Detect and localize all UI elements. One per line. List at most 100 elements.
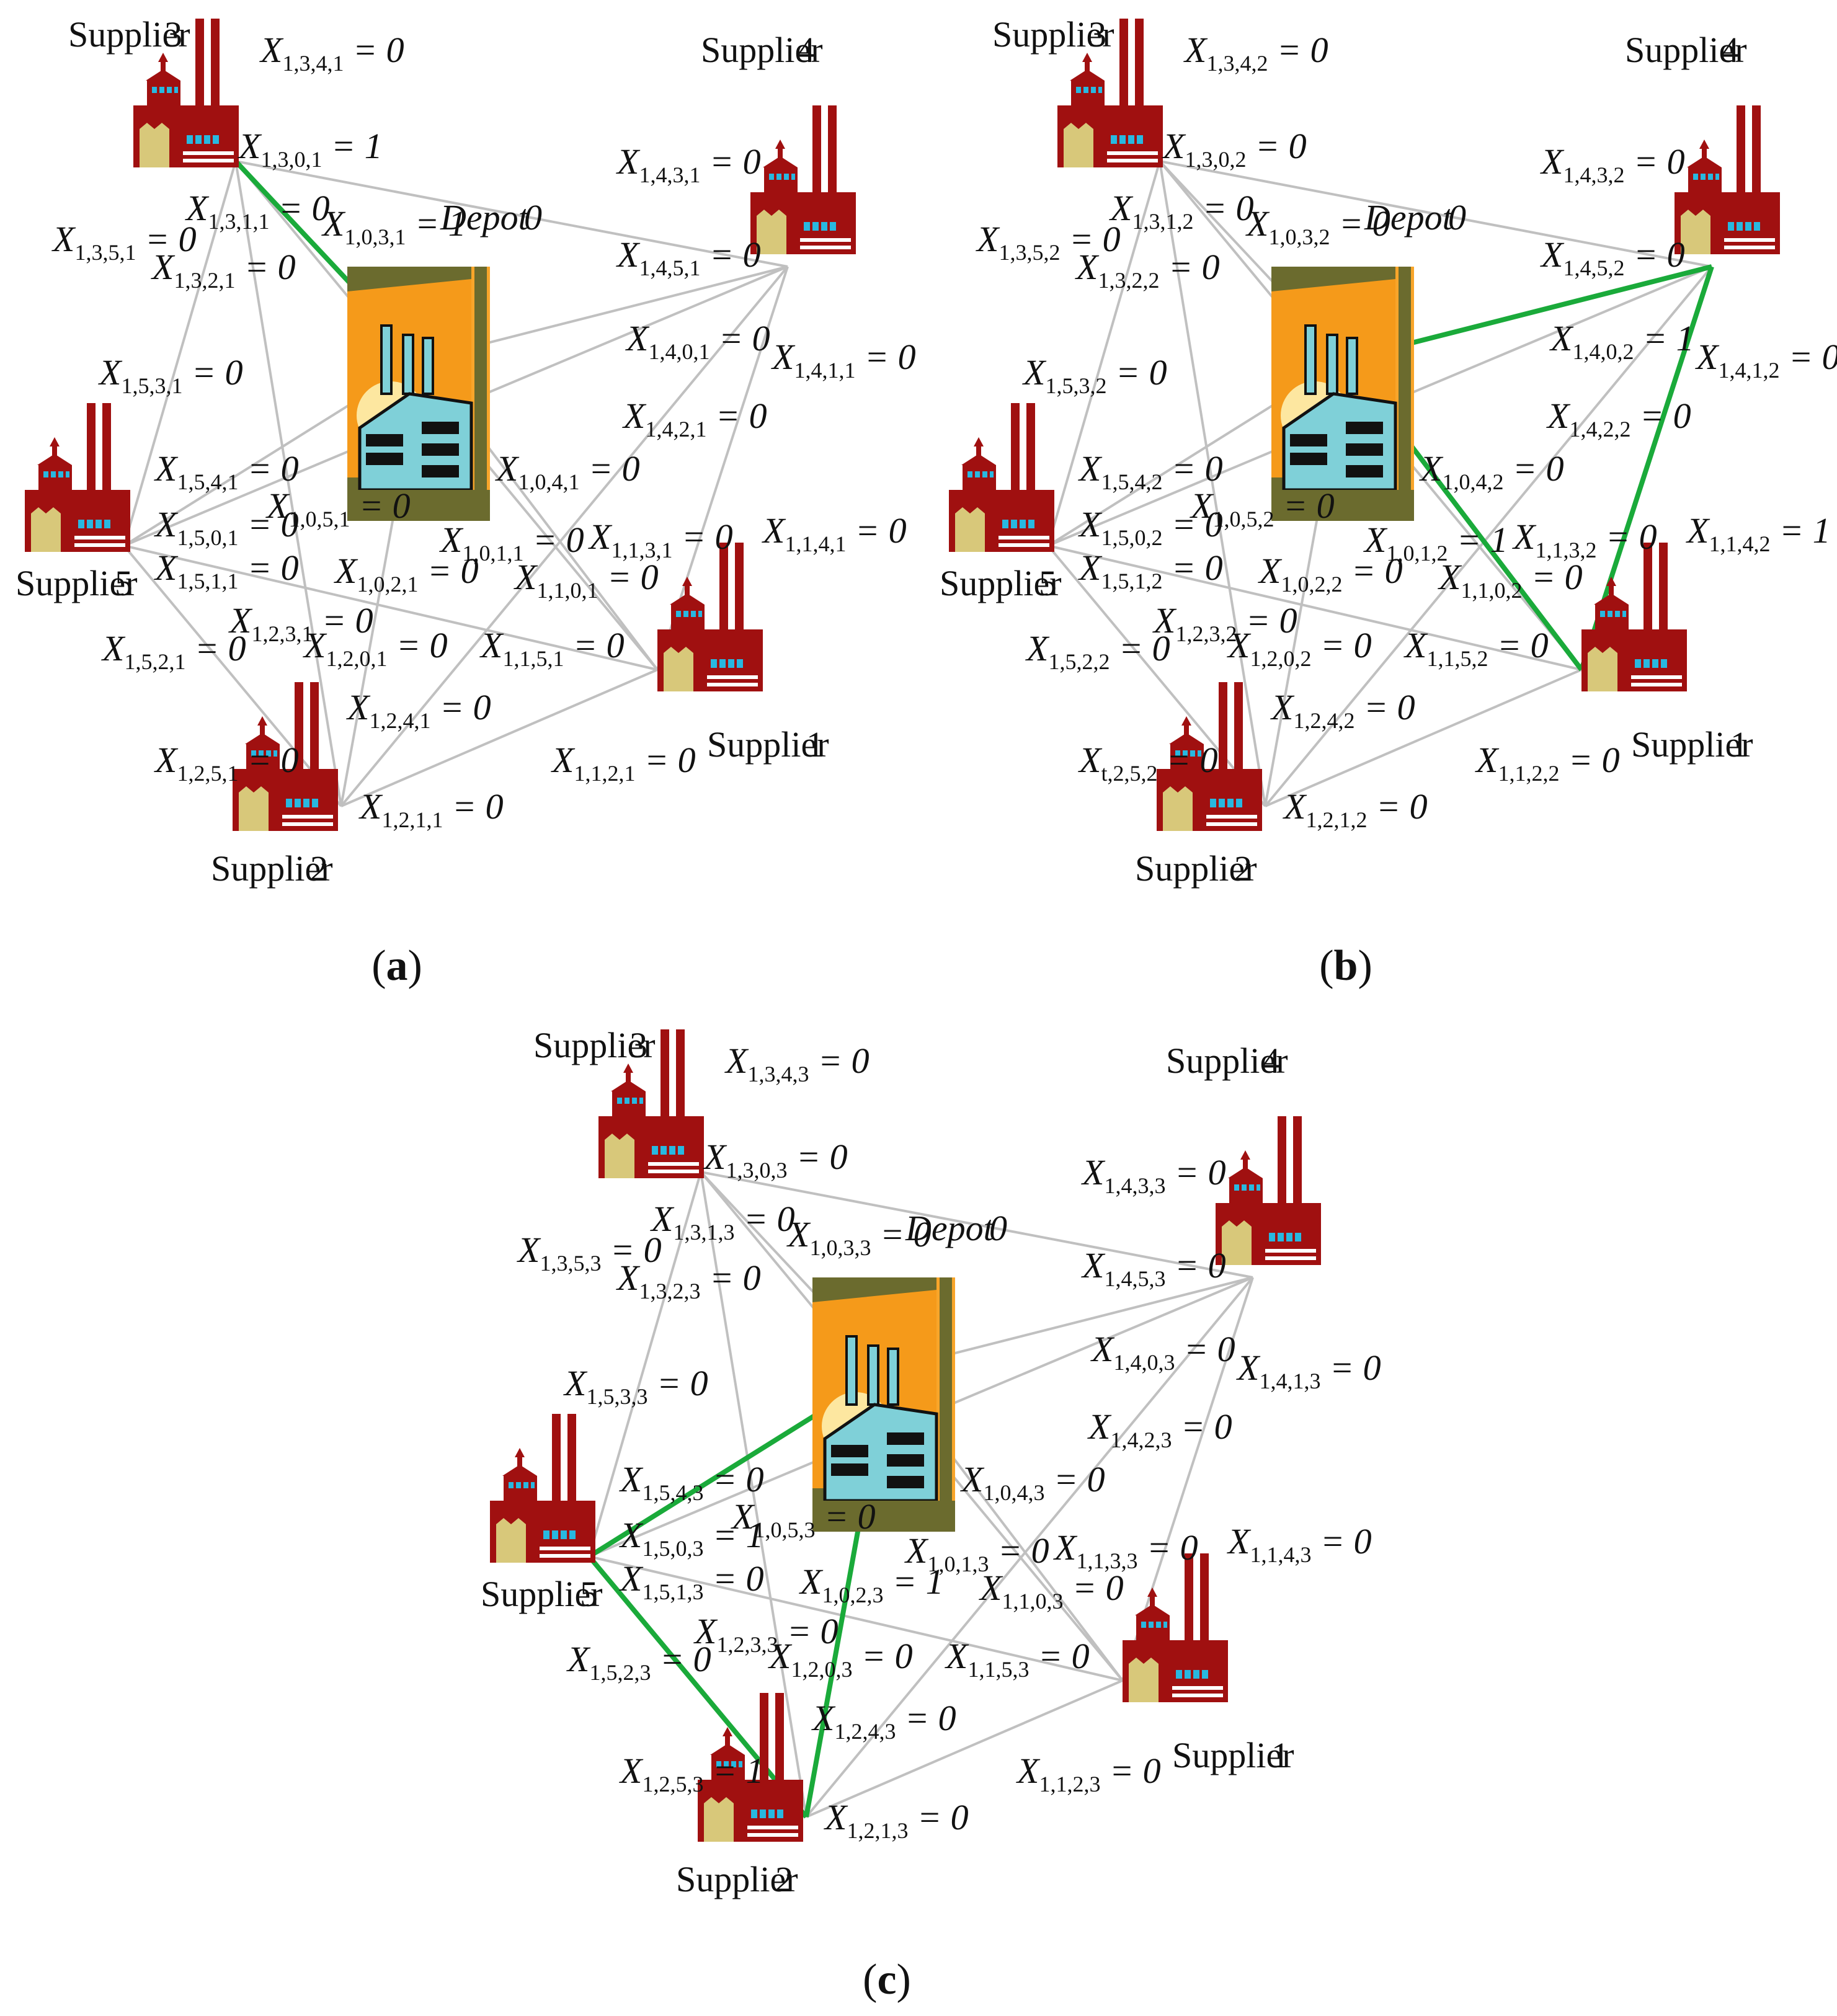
decision-variable-label: X1,1,2,3 = 0 — [1016, 1751, 1161, 1796]
decision-variable-label: X1,3,0,2 = 0 — [1162, 126, 1307, 172]
decision-variable-label: X1,2,3,1 = 0 — [228, 600, 373, 646]
edge-s3-s2 — [234, 161, 342, 807]
edge-s3-s2 — [700, 1171, 807, 1818]
decision-variable-label: X1,5,2,2 = 0 — [1025, 628, 1170, 674]
supplier-1-label: Supplier — [1631, 724, 1753, 765]
decision-variable-label: X1,4,3,2 = 0 — [1540, 141, 1685, 187]
decision-variable-label: X1,0,3,3 = 0 — [786, 1214, 932, 1260]
decision-variable-label: X1,4,3,1 = 0 — [616, 141, 761, 187]
decision-variable-label: X1,3,5,2 = 0 — [976, 219, 1121, 265]
decision-variable-label: X1,4,3,3 = 0 — [1081, 1152, 1226, 1198]
decision-variable-label: X1,2,0,2 = 0 — [1227, 625, 1372, 671]
decision-variable-label: X1,2,3,3 = 0 — [693, 1611, 838, 1657]
decision-variable-label: X1,1,0,1 = 0 — [514, 557, 659, 603]
edge-s5-s1 — [123, 544, 658, 671]
depot-factory-icon — [812, 1277, 955, 1532]
supplier-4-number: 4 — [1262, 1041, 1280, 1081]
decision-variable-label: X1,1,2,2 = 0 — [1475, 740, 1620, 786]
supplier-2-number: 2 — [775, 1859, 793, 1899]
edge-s4-s2 — [1264, 265, 1713, 807]
factory-icon — [25, 403, 130, 552]
supplier-3-number: 3 — [164, 14, 182, 55]
supplier-5-number: 5 — [115, 563, 133, 603]
decision-variable-label: X1,2,1,1 = 0 — [358, 786, 504, 832]
decision-variable-label: X1,1,5,3 = 0 — [945, 1636, 1090, 1682]
decision-variable-label: X1,4,5,3 = 0 — [1081, 1245, 1226, 1291]
decision-variable-label: X1,4,0,1 = 0 — [625, 318, 770, 364]
decision-variable-label: X1,5,0,2 = 0 — [1078, 504, 1223, 550]
decision-variable-label: X1,0,5,1 = 0 — [265, 486, 411, 531]
supplier-2-label: Supplier — [676, 1859, 798, 1899]
edge-s3-s5 — [1047, 161, 1161, 546]
factory-icon — [1675, 105, 1780, 254]
panel-caption: (b) — [1319, 942, 1372, 990]
decision-variable-label: X1,1,0,3 = 0 — [979, 1568, 1124, 1614]
supplier-3-label: Supplier — [533, 1025, 656, 1065]
decision-variable-label: X1,2,4,2 = 0 — [1270, 687, 1415, 733]
decision-variable-label: X1,5,0,1 = 0 — [154, 504, 299, 550]
panel-caption: (a) — [371, 942, 422, 990]
depot-factory-icon — [347, 267, 490, 521]
decision-variable-label: X1,0,5,2 = 0 — [1190, 486, 1335, 531]
decision-variable-label: X1,0,3,1 = 1 — [321, 203, 466, 249]
depot-factory-icon — [1271, 267, 1414, 521]
decision-variable-label: X1,5,1,1 = 0 — [154, 548, 299, 593]
decision-variable-label: X1,5,3,1 = 0 — [98, 352, 243, 398]
supplier-2-label: Supplier — [1135, 848, 1257, 889]
decision-variable-label: X1,3,5,1 = 0 — [51, 219, 197, 265]
panel-caption: (c) — [863, 1956, 911, 2004]
factory-icon — [1581, 543, 1687, 691]
decision-variable-label: X1,4,5,2 = 0 — [1540, 234, 1685, 280]
factory-icon — [949, 403, 1054, 552]
edge-s1-s2 — [1265, 668, 1582, 807]
depot-number: 0 — [1448, 197, 1466, 238]
decision-variable-label: X1,4,5,1 = 0 — [616, 234, 761, 280]
decision-variable-label: X1,3,1,2 = 0 — [1109, 188, 1254, 234]
decision-variable-label: X1,1,0,2 = 0 — [1438, 557, 1583, 603]
decision-variable-label: X1,3,4,1 = 0 — [259, 30, 404, 76]
decision-variable-label: X1,3,0,3 = 0 — [703, 1137, 848, 1183]
supplier-5-number: 5 — [1039, 563, 1057, 603]
decision-variable-label: X1,3,4,2 = 0 — [1183, 30, 1328, 76]
decision-variable-label: X1,2,0,1 = 0 — [303, 625, 448, 671]
decision-variable-label: Xt,2,5,2 = 0 — [1078, 740, 1218, 786]
supplier-1-number: 1 — [1271, 1735, 1289, 1775]
edge-s1-s2 — [340, 668, 658, 807]
decision-variable-label: X1,0,1,2 = 1 — [1363, 520, 1508, 566]
supplier-5-label: Supplier — [16, 563, 138, 603]
edge-s5-s1 — [589, 1555, 1123, 1682]
decision-variable-label: X1,5,4,2 = 0 — [1078, 448, 1223, 494]
decision-variable-label: X1,0,4,1 = 0 — [495, 448, 640, 494]
supplier-4-number: 4 — [797, 30, 815, 70]
decision-variable-label: X1,1,3,1 = 0 — [588, 517, 733, 562]
edge-s4-s2 — [340, 265, 789, 807]
decision-variable-label: X1,3,4,3 = 0 — [724, 1041, 870, 1086]
decision-variable-label: X1,1,4,2 = 1 — [1686, 510, 1831, 556]
supplier-5-number: 5 — [580, 1574, 598, 1614]
edge-s5-s2 — [123, 544, 342, 807]
decision-variable-label: X1,3,1,1 = 0 — [185, 188, 330, 234]
edge-s3-s4 — [700, 1171, 1253, 1279]
decision-variable-label: X1,1,5,2 = 0 — [1403, 625, 1549, 671]
supplier-1-label: Supplier — [1172, 1735, 1294, 1775]
decision-variable-label: X1,1,5,1 = 0 — [479, 625, 625, 671]
decision-variable-label: X1,1,2,1 = 0 — [551, 740, 696, 786]
supplier-3-number: 3 — [629, 1025, 647, 1065]
decision-variable-label: X1,0,2,3 = 1 — [799, 1561, 944, 1607]
edge-s3-s4 — [1159, 160, 1712, 268]
decision-variable-label: X1,3,5,3 = 0 — [517, 1230, 662, 1276]
decision-variable-label: X1,2,5,1 = 0 — [154, 740, 299, 786]
supplier-4-label: Supplier — [1166, 1041, 1288, 1081]
decision-variable-label: X1,4,2,2 = 0 — [1546, 396, 1691, 442]
decision-variable-label: X1,5,3,2 = 0 — [1022, 352, 1167, 398]
decision-variable-label: X1,4,1,2 = 0 — [1695, 337, 1837, 383]
decision-variable-label: X1,1,3,3 = 0 — [1053, 1527, 1198, 1573]
decision-variable-label: X1,5,4,1 = 0 — [154, 448, 299, 494]
decision-variable-label: X1,5,4,3 = 0 — [619, 1459, 764, 1505]
depot-label: Depot — [1364, 197, 1454, 238]
decision-variable-label: X1,2,5,3 = 1 — [619, 1751, 764, 1796]
factory-icon — [1216, 1116, 1321, 1265]
edge-s3-s5 — [123, 161, 237, 546]
